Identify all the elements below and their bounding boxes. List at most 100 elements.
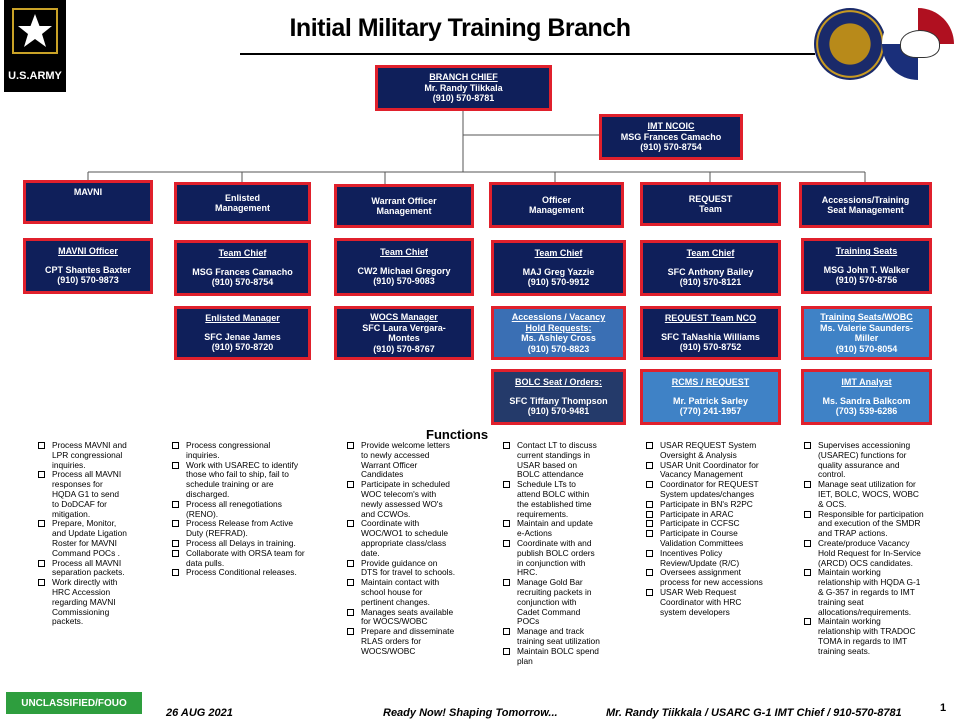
function-item-line: (RENO). (186, 508, 219, 519)
function-item-line: recruiting packets in (517, 586, 592, 597)
training-seats-wobc-title: Training Seats/WOBC (820, 312, 913, 322)
function-item: Participate in ARAC (643, 509, 793, 520)
function-item-line: Participate in CCFSC (660, 518, 740, 529)
bolc-seat-orders-box: BOLC Seat / Orders: SFC Tiffany Thompson… (491, 369, 626, 425)
function-item-line: Incentives Policy (660, 547, 723, 558)
section-enlisted-line1: Enlisted (224, 192, 260, 203)
function-item-line: Coordinator with HRC (660, 596, 742, 607)
function-item-line: and execution of the SMDR (818, 518, 921, 529)
function-item-line: pertinent changes. (361, 596, 430, 607)
function-item-line: Responsible for participation (818, 508, 924, 519)
section-request-team: REQUEST Team (640, 182, 781, 226)
section-officer-line2: Management (528, 205, 584, 215)
rcms-request-name: Mr. Patrick Sarley (672, 395, 749, 406)
request-team-nco-phone: (910) 570-8752 (679, 342, 742, 353)
function-item-line: training seat utilization (517, 635, 600, 646)
enlisted-team-chief-phone: (910) 570-8754 (211, 277, 274, 288)
enlisted-team-chief-box: Team Chief MSG Frances Camacho (910) 570… (174, 240, 311, 296)
wocs-manager-box: WOCS Manager SFC Laura Vergara- Montes (… (334, 306, 474, 360)
functions-column-accessions: Supervises accessioning(USAREC) function… (801, 440, 941, 657)
function-item-line: training seat (818, 596, 864, 607)
function-item-line: Provide guidance on (361, 557, 438, 568)
function-item-line: BOLC attendance (517, 469, 584, 480)
warrant-team-chief-box: Team Chief CW2 Michael Gregory (910) 570… (334, 238, 474, 296)
section-warrant-officer-management: Warrant Officer Management (334, 184, 474, 228)
branch-chief-box: BRANCH CHIEF Mr. Randy Tiikkala (910) 57… (375, 65, 552, 111)
function-item-line: Participate in Course (660, 528, 738, 539)
branch-chief-title: BRANCH CHIEF (429, 72, 498, 83)
function-item-line: date. (361, 547, 380, 558)
function-item-line: WOC telecom's with (361, 488, 437, 499)
imt-ncoic-phone: (910) 570-8754 (640, 142, 702, 153)
function-item-line: those who fail to ship, fail to (186, 469, 289, 480)
section-request-line2: Team (699, 204, 722, 214)
accessions-vacancy-name: Ms. Ashley Cross (521, 333, 596, 343)
bolc-seat-orders-phone: (910) 570-9481 (527, 406, 590, 417)
enlisted-manager-title: Enlisted Manager (205, 313, 280, 324)
function-item-line: Maintain contact with (361, 577, 440, 588)
function-item-line: Roster for MAVNI (52, 537, 117, 548)
function-item-line: Validation Committees (660, 537, 744, 548)
function-item-line: Manage seat utilization for (818, 479, 916, 490)
function-item-line: process for new accessions (660, 577, 763, 588)
eagle-seal-icon (882, 8, 954, 80)
rcms-request-title: RCMS / REQUEST (671, 377, 750, 388)
function-item: Process all renegotiations(RENO). (169, 498, 329, 520)
officer-team-chief-title: Team Chief (534, 248, 583, 259)
function-item-line: Maintain and update (517, 518, 593, 529)
function-item-line: discharged. (186, 488, 230, 499)
function-item-line: Prepare and disseminate (361, 626, 455, 637)
function-item-line: Work with USAREC to identify (186, 459, 299, 470)
function-item-line: Process all renegotiations (186, 498, 282, 509)
function-item-line: Maintain working (818, 616, 881, 627)
classification-banner: UNCLASSIFIED/FOUO (6, 692, 142, 714)
accessions-vacancy-title-line1: Accessions / Vacancy (511, 312, 606, 322)
accessions-vacancy-title-line2: Hold Requests: (525, 322, 592, 333)
function-item-line: Process MAVNI and (52, 440, 127, 450)
enlisted-team-chief-name: MSG Frances Camacho (192, 266, 293, 277)
section-accessions-training-seat-management: Accessions/Training Seat Management (799, 182, 932, 228)
function-item-line: HQDA G1 to send (52, 488, 120, 499)
function-item-line: Prepare, Monitor, (52, 518, 117, 529)
imt-analyst-phone: (703) 539-6286 (835, 406, 898, 417)
function-item-line: Process congressional (186, 440, 271, 450)
function-item-line: Manage and track (517, 626, 585, 637)
bolc-seat-orders-title: BOLC Seat / Orders: (514, 377, 603, 388)
imt-analyst-title: IMT Analyst (841, 377, 892, 388)
function-item-line: mitigation. (52, 508, 91, 519)
function-item-line: school house for (361, 586, 423, 597)
training-seats-wobc-box: Training Seats/WOBC Ms. Valerie Saunders… (801, 306, 932, 360)
function-item-line: Process all MAVNI (52, 557, 122, 568)
function-item-line: regarding MAVNI (52, 596, 116, 607)
function-item: Supervises accessioning(USAREC) function… (801, 440, 941, 480)
function-item-line: plan (517, 655, 533, 666)
rcms-request-box: RCMS / REQUEST Mr. Patrick Sarley (770) … (640, 369, 781, 425)
section-accessions-line1: Accessions/Training (821, 194, 910, 205)
imt-ncoic-name: MSG Frances Camacho (620, 131, 722, 142)
functions-heading: Functions (426, 427, 489, 442)
function-item-line: the established time (517, 498, 592, 509)
function-item-line: WOCS/WOBC (361, 645, 416, 656)
function-item-line: inquiries. (52, 459, 86, 470)
imt-ncoic-title: IMT NCOIC (647, 121, 695, 132)
training-seats-wobc-phone: (910) 570-8054 (835, 343, 898, 354)
function-item-line: responses for (52, 479, 103, 490)
function-item-line: attend BOLC within (517, 488, 590, 499)
army-reserve-seal-icon (814, 8, 886, 80)
function-item-line: USAR Web Request (660, 586, 737, 597)
